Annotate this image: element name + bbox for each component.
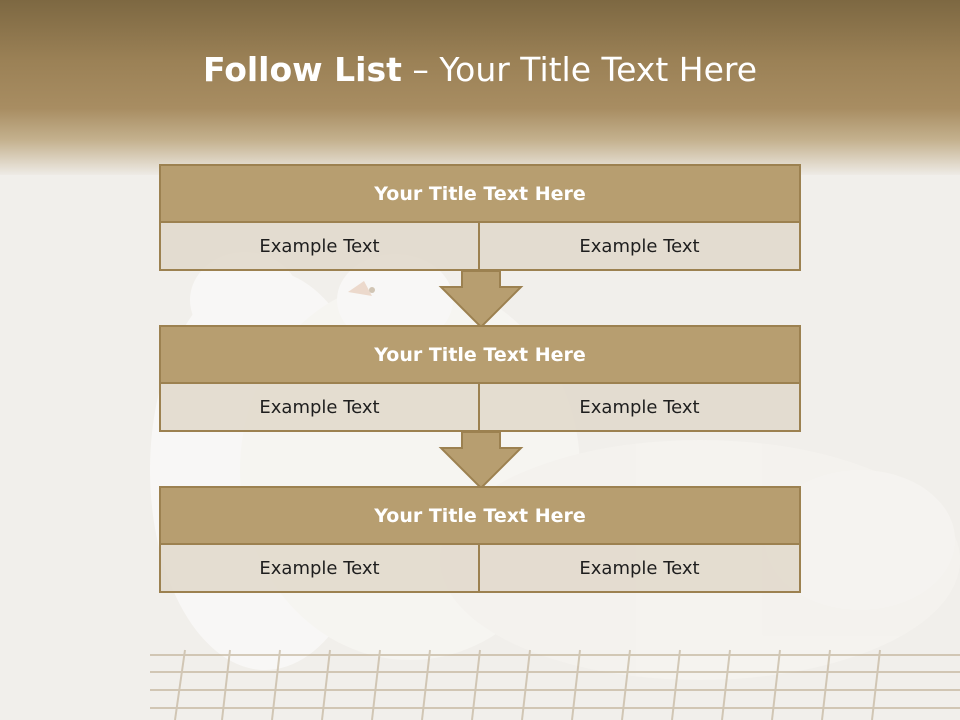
block-cell-right: Example Text — [478, 543, 801, 593]
down-arrow-icon — [438, 270, 524, 329]
block-title: Your Title Text Here — [159, 325, 801, 384]
block-cell-left: Example Text — [159, 543, 480, 593]
block-title: Your Title Text Here — [159, 486, 801, 545]
slide-title-rest: – Your Title Text Here — [401, 50, 758, 89]
list-block-3: Your Title Text Here Example Text Exampl… — [159, 486, 801, 593]
block-cell-right: Example Text — [478, 382, 801, 432]
block-cell-right: Example Text — [478, 221, 801, 271]
block-cell-left: Example Text — [159, 221, 480, 271]
list-block-1: Your Title Text Here Example Text Exampl… — [159, 164, 801, 271]
down-arrow-icon — [438, 431, 524, 490]
header-band — [0, 0, 960, 175]
slide-title: Follow List – Your Title Text Here — [0, 50, 960, 89]
block-cell-left: Example Text — [159, 382, 480, 432]
block-title: Your Title Text Here — [159, 164, 801, 223]
list-block-2: Your Title Text Here Example Text Exampl… — [159, 325, 801, 432]
slide-title-bold: Follow List — [202, 50, 402, 89]
